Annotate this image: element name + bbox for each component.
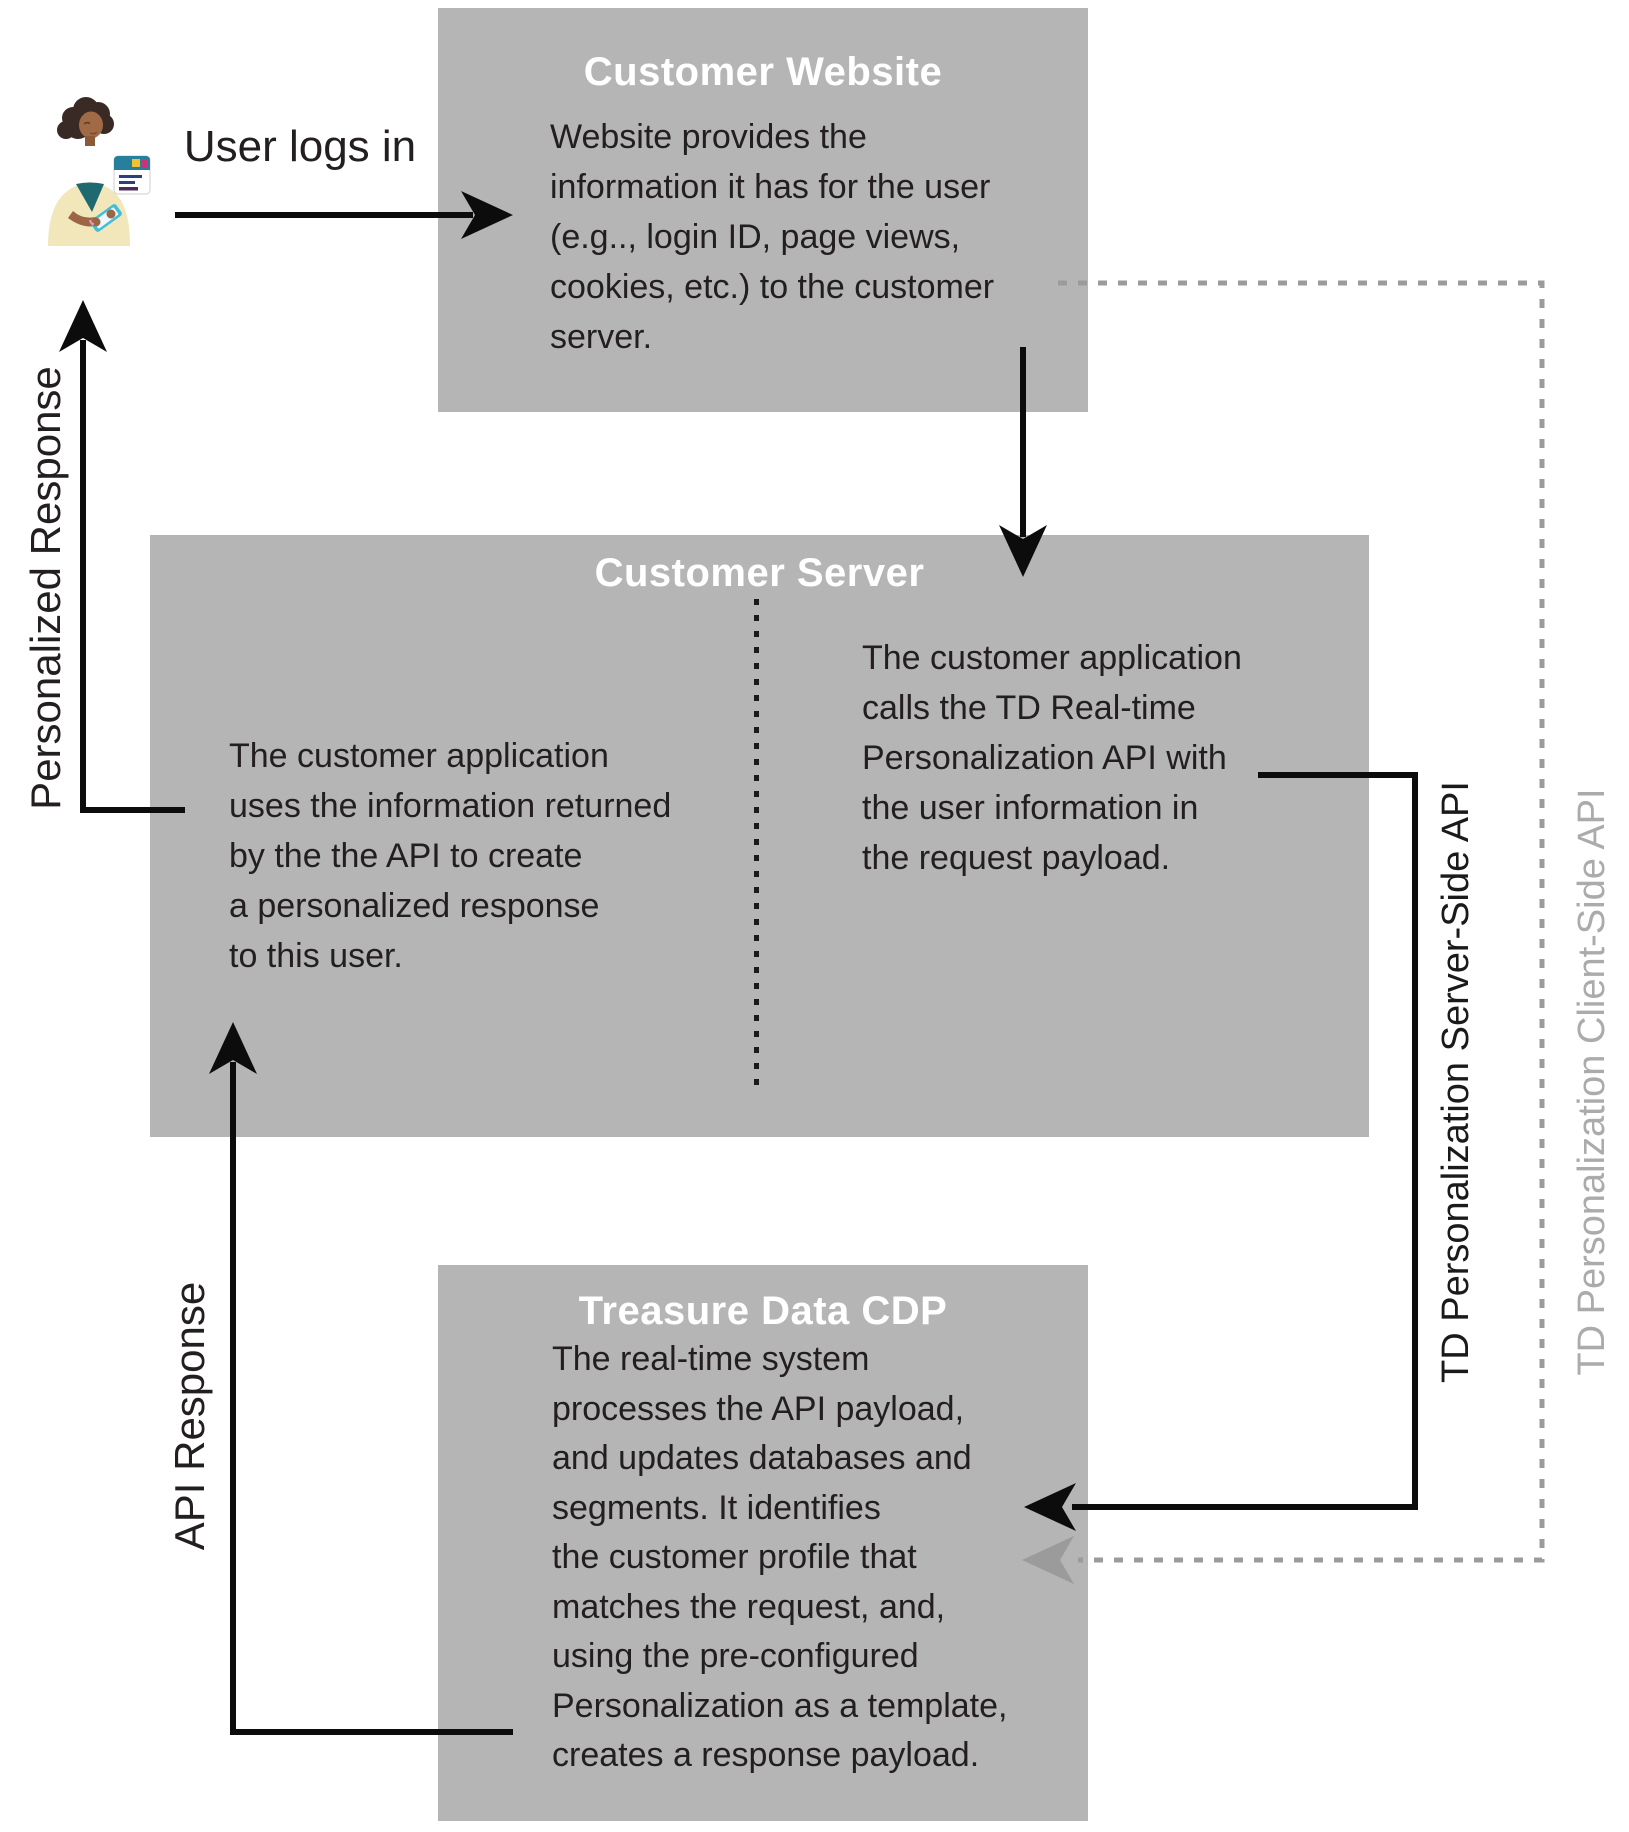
- user-eye: [83, 121, 91, 125]
- customer-website-box: Customer Website Website provides the in…: [438, 8, 1088, 412]
- user-bracelet: [89, 219, 95, 225]
- login-card-icon: [113, 155, 151, 195]
- user-logs-in-label: User logs in: [183, 122, 417, 171]
- user-face: [79, 111, 103, 139]
- user-illustration: [48, 97, 151, 246]
- user-scarf: [76, 182, 104, 212]
- customer-server-title: Customer Server: [594, 551, 925, 595]
- treasure-data-cdp-box: Treasure Data CDP The real-time system p…: [438, 1265, 1088, 1821]
- treasure-data-cdp-title: Treasure Data CDP: [578, 1289, 948, 1333]
- server-panel-divider: [754, 599, 759, 1087]
- user-hand-right: [106, 209, 116, 219]
- api-response-label: API Response: [166, 1281, 213, 1551]
- user-smile: [89, 131, 98, 135]
- server-api-request-note: The customer application calls the TD Re…: [862, 639, 1242, 877]
- user-shirt: [48, 182, 130, 246]
- server-personalized-response-note: The customer application uses the inform…: [229, 737, 672, 975]
- user-hand-left: [91, 217, 101, 227]
- td-personalization-client-side-api-label: TD Personalization Client-Side API: [1571, 788, 1613, 1376]
- treasure-data-cdp-note: The real-time system processes the API p…: [552, 1340, 1008, 1774]
- personalized-response-label: Personalized Response: [22, 366, 69, 810]
- user-neck: [85, 136, 95, 146]
- td-personalization-server-side-api-label: TD Personalization Server-Side API: [1435, 781, 1477, 1383]
- customer-server-box: Customer Server The customer application…: [150, 535, 1369, 1137]
- customer-website-note: Website provides the information it has …: [550, 118, 995, 356]
- customer-website-title: Customer Website: [583, 50, 943, 94]
